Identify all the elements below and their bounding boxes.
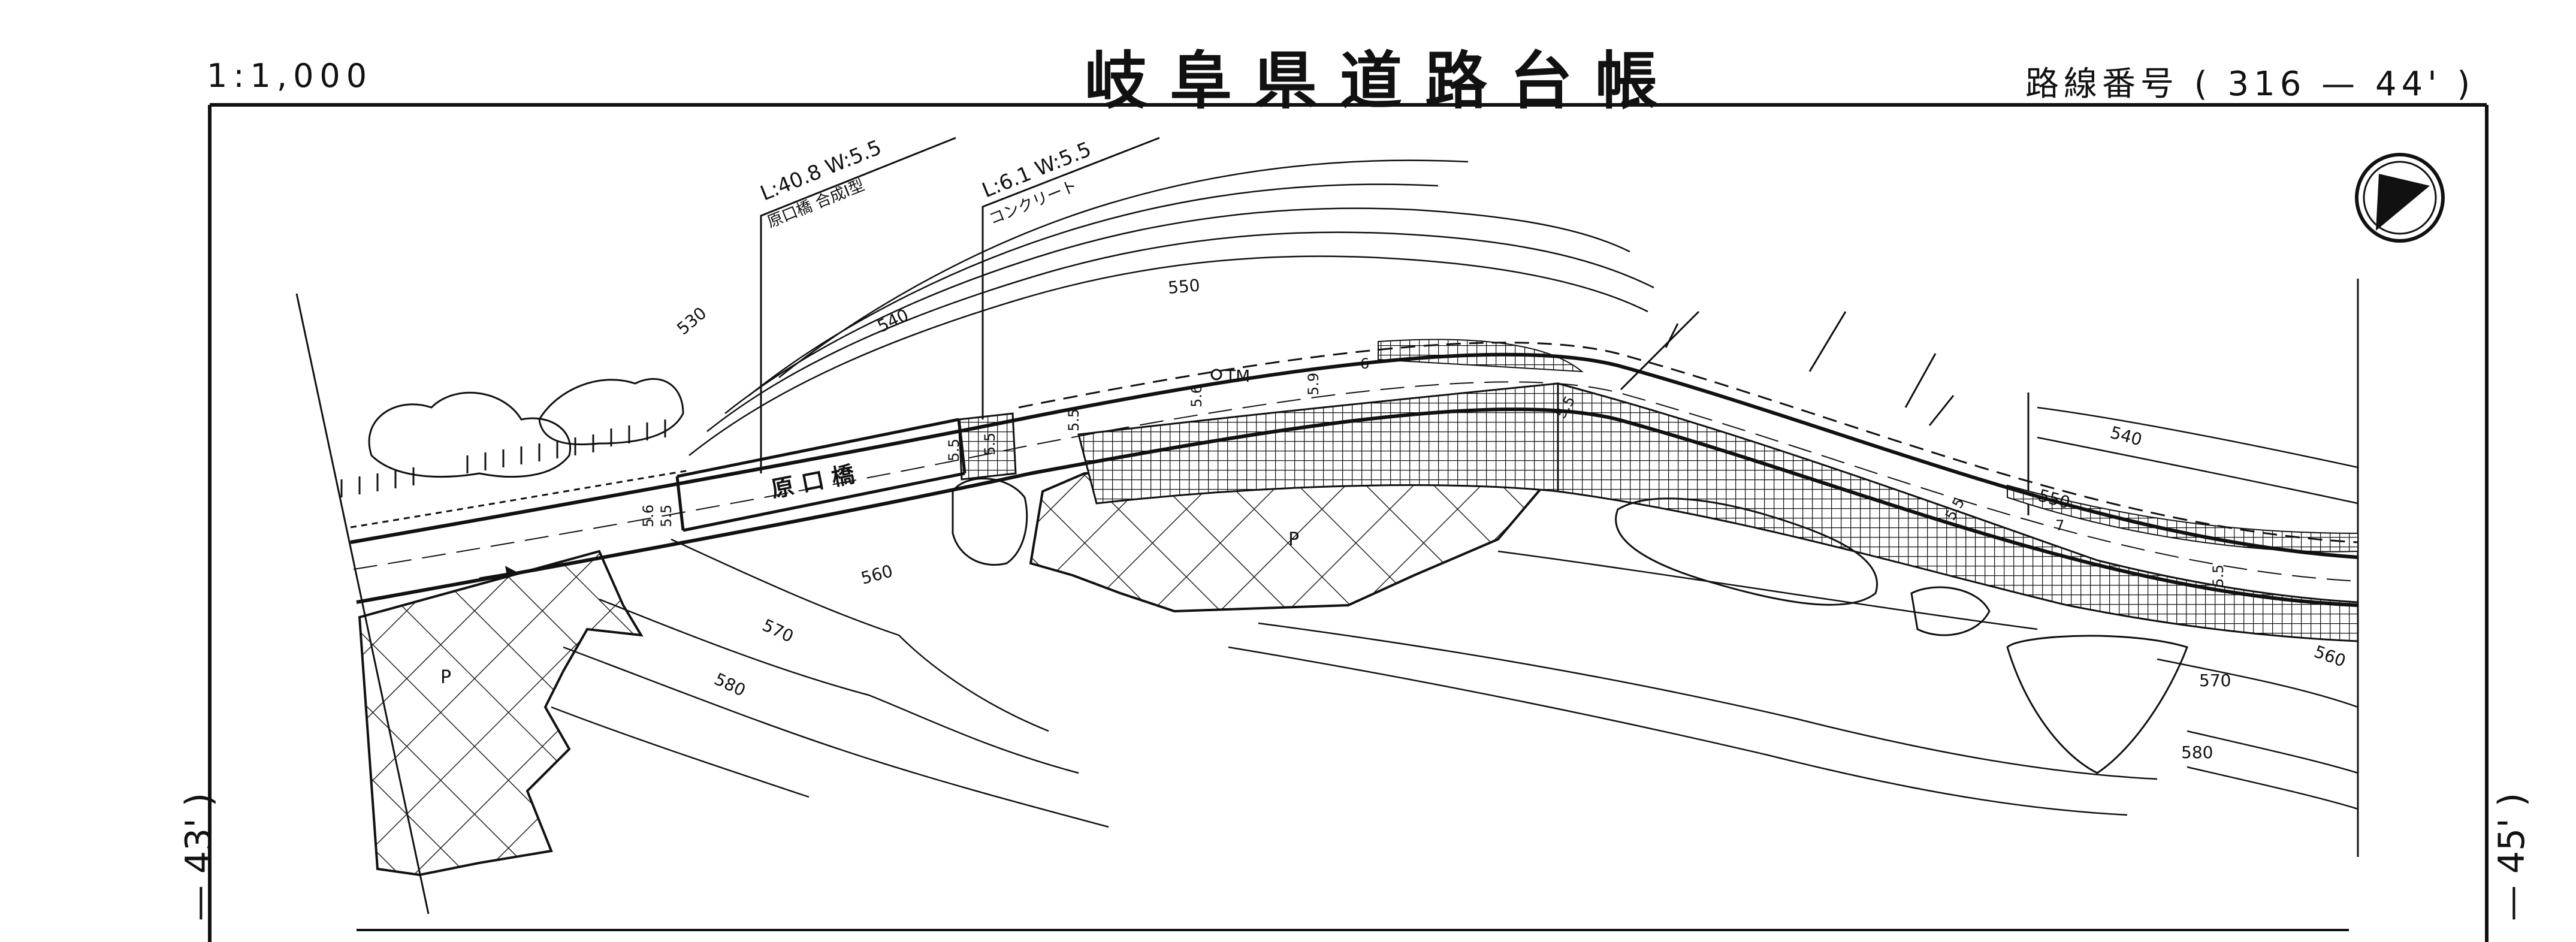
parcel-label-central: P (1288, 529, 1299, 550)
embankment-northeast (2007, 484, 2358, 552)
width-label-6: 5.6 (1188, 385, 1205, 407)
contour-label-580a: 580 (711, 669, 748, 700)
tree-symbols (368, 378, 2188, 774)
contour-label-540b: 540 (2108, 422, 2144, 450)
benchmark-circle (1210, 369, 1222, 381)
bridge-haraguchi (675, 418, 967, 532)
road (350, 342, 2358, 607)
contour-label-570b: 570 (2199, 671, 2231, 690)
width-label-11: 7 (2055, 517, 2064, 534)
benchmark-label: TM (1225, 366, 1250, 386)
contour-lines (551, 159, 2358, 828)
route-number: 路線番号 ( 316 — 44' ) (2025, 65, 2475, 104)
parcel-label-west: P (440, 667, 451, 688)
sheet-frame (208, 103, 2489, 942)
width-label-8: 6 (1360, 355, 1369, 372)
direction-arrow-icon (479, 566, 517, 579)
width-label-12: 5.5 (2210, 564, 2227, 587)
contour-label-560a: 560 (859, 561, 895, 588)
embankment-central (1077, 382, 1559, 505)
road-name-label: 原 口 橋 (769, 461, 856, 503)
contour-label-530: 530 (673, 303, 710, 339)
contour-label-550a: 550 (1167, 275, 1201, 298)
contour-label-570a: 570 (759, 615, 796, 646)
embankment-east (1557, 382, 2359, 642)
width-label-5: 5.5 (1065, 409, 1082, 431)
contour-label-580b: 580 (2181, 742, 2213, 762)
north-arrow-icon (2355, 153, 2445, 243)
parcel-west (358, 550, 644, 877)
width-label-2: 5.5 (658, 505, 675, 527)
contour-label-560b: 560 (2312, 642, 2349, 671)
fence-ticks (340, 311, 1955, 497)
width-label-1: 5.6 (640, 505, 657, 527)
width-label-7: 5.9 (1305, 373, 1322, 395)
map-scale: 1:1,000 (207, 57, 373, 95)
width-label-3: 5.5 (946, 439, 962, 461)
width-label-4: 5.5 (982, 433, 998, 455)
